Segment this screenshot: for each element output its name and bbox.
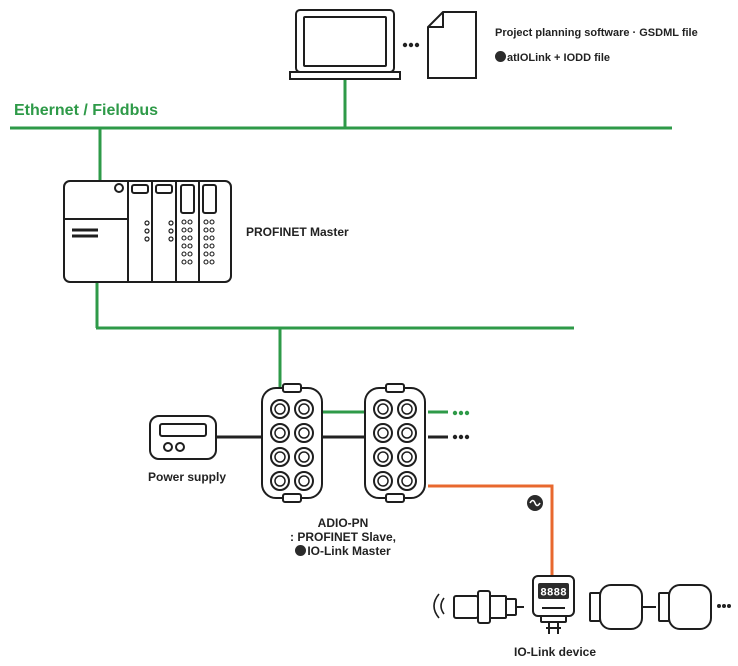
terminal-screw — [187, 235, 193, 241]
iolink-display-device — [532, 575, 575, 634]
terminal-screw — [181, 219, 187, 225]
profinet-master-plc — [63, 180, 232, 283]
iolink-icon — [495, 51, 506, 62]
adio-m12-port — [397, 399, 417, 419]
terminal-screw — [203, 251, 209, 257]
terminal-screw — [209, 251, 215, 257]
adio-port-inner — [274, 403, 286, 415]
terminal-screw — [181, 227, 187, 233]
adio-port-inner — [377, 427, 389, 439]
profinet-master-label: PROFINET Master — [246, 225, 349, 239]
adio-m12-port — [294, 447, 314, 467]
terminal-screw — [203, 227, 209, 233]
terminal-screw — [181, 243, 187, 249]
adio-port-inner — [377, 475, 389, 487]
power-supply-label: Power supply — [148, 470, 227, 484]
file-icon — [427, 11, 477, 79]
adio-m12-port — [397, 423, 417, 443]
adio-m12-port — [270, 399, 290, 419]
terminal-screw — [187, 243, 193, 249]
device-ellipsis-dots — [717, 604, 731, 608]
plc-status-leds — [144, 220, 174, 242]
adio-m12-port — [270, 471, 290, 491]
terminal-screw — [209, 259, 215, 265]
adio-port-inner — [377, 403, 389, 415]
terminal-screw — [203, 243, 209, 249]
terminal-screw — [181, 259, 187, 265]
plc-terminal-blocks — [181, 219, 215, 265]
adio-m12-port — [294, 399, 314, 419]
terminal-screw — [209, 219, 215, 225]
green-continuation-dots — [452, 410, 470, 416]
adio-m12-port — [373, 447, 393, 467]
adio-port-inner — [274, 475, 286, 487]
adio-bottom-tab — [282, 493, 302, 503]
software-line2-text: atIOLink + IODD file — [507, 52, 610, 64]
adio-top-tab — [282, 383, 302, 393]
actuator-motor-1 — [589, 584, 656, 630]
terminal-screw — [187, 227, 193, 233]
terminal-screw — [209, 243, 215, 249]
iolink-device-label: IO-Link device — [514, 645, 597, 659]
laptop-ellipsis-dots — [402, 42, 420, 48]
terminal-screw — [209, 235, 215, 241]
laptop-icon — [289, 9, 401, 80]
adio-m12-port — [397, 447, 417, 467]
adio-port-inner — [401, 403, 413, 415]
adio-label: ADIO-PN : PROFINET Slave, IO-Link Master — [283, 516, 403, 558]
wireless-icon — [433, 593, 445, 619]
adio-port-inner — [401, 451, 413, 463]
adio-port-inner — [298, 475, 310, 487]
adio-pn-module-1 — [261, 383, 323, 503]
plc-vent-lines — [72, 228, 98, 238]
adio-pn-module-2 — [364, 383, 426, 503]
device-display-readout: 8888 — [540, 588, 567, 600]
terminal-screw — [203, 235, 209, 241]
adio-port-inner — [298, 451, 310, 463]
adio-bottom-tab — [385, 493, 405, 503]
terminal-screw — [209, 227, 215, 233]
adio-port-inner — [401, 427, 413, 439]
software-label-line2: atIOLink + IODD file — [495, 51, 610, 64]
iolink-icon — [295, 545, 307, 556]
adio-m12-port — [397, 471, 417, 491]
terminal-screw — [187, 259, 193, 265]
terminal-screw — [187, 251, 193, 257]
adio-m12-port — [373, 399, 393, 419]
adio-port-inner — [298, 427, 310, 439]
adio-top-tab — [385, 383, 405, 393]
proximity-sensor — [453, 590, 524, 624]
adio-label-line3-row: IO-Link Master — [283, 544, 403, 558]
iolink-cable — [428, 484, 554, 578]
software-label-line1: Project planning software · GSDML file — [495, 27, 698, 39]
terminal-screw — [203, 259, 209, 265]
adio-port-inner — [377, 451, 389, 463]
terminal-screw — [203, 219, 209, 225]
adio-label-line2: : PROFINET Slave, — [289, 530, 397, 544]
adio-m12-port — [373, 423, 393, 443]
adio-label-line1: ADIO-PN — [317, 516, 369, 530]
terminal-screw — [181, 251, 187, 257]
adio-m12-port — [270, 447, 290, 467]
adio-port-inner — [298, 403, 310, 415]
adio-m12-port — [373, 471, 393, 491]
adio-m12-port — [270, 423, 290, 443]
adio-label-line3: IO-Link Master — [307, 544, 391, 558]
fieldbus-label: Ethernet / Fieldbus — [14, 102, 159, 119]
power-supply — [149, 415, 217, 460]
iolink-icon — [527, 495, 543, 511]
adio-port-inner — [401, 475, 413, 487]
terminal-screw — [187, 219, 193, 225]
adio-port-inner — [274, 427, 286, 439]
black-continuation-dots — [452, 434, 470, 440]
adio-port-inner — [274, 451, 286, 463]
adio-m12-port — [294, 423, 314, 443]
actuator-motor-2 — [658, 584, 712, 630]
terminal-screw — [181, 235, 187, 241]
adio-m12-port — [294, 471, 314, 491]
